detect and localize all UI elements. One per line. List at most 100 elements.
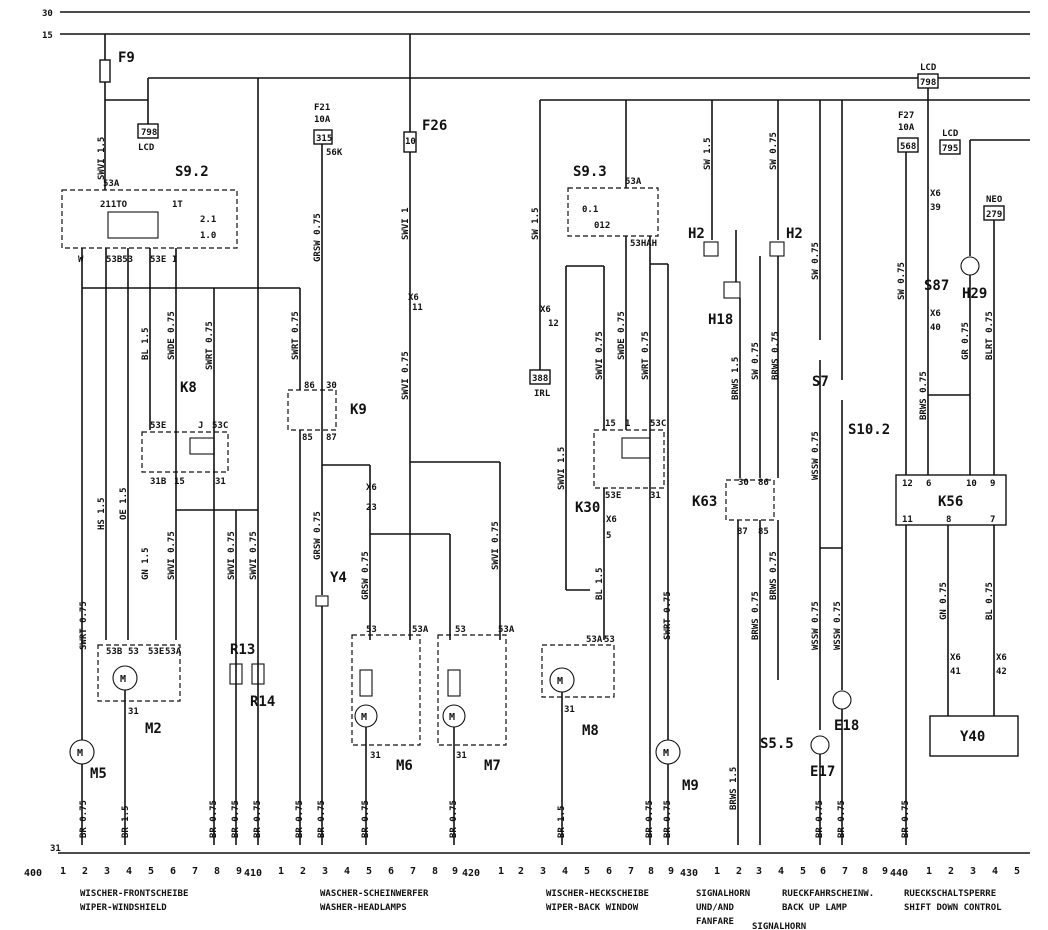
svg-text:5: 5	[148, 866, 154, 877]
horn-h2-a	[703, 241, 719, 257]
svg-text:F26: F26	[422, 118, 447, 134]
svg-text:568: 568	[900, 142, 916, 152]
svg-text:3: 3	[970, 866, 976, 877]
svg-text:WSSW 0.75: WSSW 0.75	[811, 431, 821, 480]
svg-text:SWVI 0.75: SWVI 0.75	[595, 331, 605, 380]
svg-text:M: M	[663, 748, 669, 759]
svg-text:SW 1.5: SW 1.5	[703, 137, 713, 170]
svg-text:K30: K30	[575, 500, 600, 516]
svg-text:K63: K63	[692, 494, 717, 510]
svg-text:5: 5	[366, 866, 372, 877]
svg-text:M5: M5	[90, 766, 107, 782]
svg-text:GN 1.5: GN 1.5	[141, 547, 151, 580]
relay-k30	[593, 429, 665, 489]
svg-text:1.0: 1.0	[200, 231, 216, 241]
svg-text:R14: R14	[250, 694, 275, 710]
motor-m2	[97, 644, 181, 702]
resistor-r14	[251, 663, 265, 685]
svg-text:11: 11	[412, 303, 423, 313]
ground-labels: BR 0.75 BR 1.5 BR 0.75 BR 0.75 BR 0.75 B…	[79, 800, 911, 838]
svg-text:4: 4	[126, 866, 132, 877]
svg-text:53A: 53A	[586, 635, 603, 645]
svg-text:53A: 53A	[625, 177, 642, 187]
svg-text:RUECKSCHALTSPERRE: RUECKSCHALTSPERRE	[904, 889, 996, 899]
svg-text:7: 7	[192, 866, 198, 877]
svg-text:LCD: LCD	[942, 129, 959, 139]
svg-text:H18: H18	[708, 312, 733, 328]
svg-text:3: 3	[104, 866, 110, 877]
svg-text:53C: 53C	[212, 421, 228, 431]
svg-text:10: 10	[966, 479, 977, 489]
svg-text:6: 6	[170, 866, 176, 877]
svg-text:J: J	[198, 421, 203, 431]
svg-text:87: 87	[326, 433, 337, 443]
svg-text:7: 7	[842, 866, 848, 877]
svg-text:53: 53	[366, 625, 377, 635]
svg-text:SWDE 0.75: SWDE 0.75	[617, 311, 627, 360]
svg-text:15: 15	[605, 419, 616, 429]
svg-text:4: 4	[344, 866, 350, 877]
svg-text:S9.3: S9.3	[573, 164, 607, 180]
svg-text:GRSW 0.75: GRSW 0.75	[313, 511, 323, 560]
svg-text:X6: X6	[996, 653, 1007, 663]
svg-text:31: 31	[456, 751, 467, 761]
svg-text:WISCHER-FRONTSCHEIBE: WISCHER-FRONTSCHEIBE	[80, 889, 188, 899]
svg-text:SIGNALHORN: SIGNALHORN	[752, 922, 806, 930]
svg-text:SWVI 0.75: SWVI 0.75	[491, 521, 501, 570]
svg-text:SW 0.75: SW 0.75	[751, 342, 761, 380]
svg-text:31: 31	[370, 751, 381, 761]
svg-text:BACK UP LAMP: BACK UP LAMP	[782, 903, 848, 913]
svg-text:M: M	[557, 676, 563, 687]
svg-text:15: 15	[174, 477, 185, 487]
fuse-f26	[403, 131, 417, 153]
svg-text:53E: 53E	[148, 647, 164, 657]
valve-y4	[315, 595, 329, 607]
svg-text:53A: 53A	[498, 625, 515, 635]
svg-text:2: 2	[736, 866, 742, 877]
svg-text:NEO: NEO	[986, 195, 1003, 205]
svg-text:0.1: 0.1	[582, 205, 598, 215]
svg-text:10: 10	[405, 137, 416, 147]
svg-text:BLRT 0.75: BLRT 0.75	[985, 311, 995, 360]
svg-text:400: 400	[24, 868, 42, 879]
svg-text:53B53: 53B53	[106, 255, 133, 265]
svg-text:7: 7	[410, 866, 416, 877]
svg-text:M6: M6	[396, 758, 413, 774]
relay-k63	[725, 479, 775, 521]
svg-text:SW 1.5: SW 1.5	[531, 207, 541, 240]
svg-text:BL 1.5: BL 1.5	[141, 327, 151, 360]
svg-text:M: M	[77, 748, 83, 759]
svg-text:30: 30	[738, 478, 749, 488]
motor-m7	[437, 634, 507, 746]
svg-text:GN 0.75: GN 0.75	[939, 582, 949, 620]
svg-text:M: M	[449, 712, 455, 723]
fuse-f21	[313, 129, 333, 145]
svg-text:F27: F27	[898, 111, 914, 121]
svg-text:315: 315	[316, 134, 332, 144]
svg-text:BRWS 0.75: BRWS 0.75	[919, 371, 929, 420]
svg-text:BR 0.75: BR 0.75	[209, 800, 219, 838]
svg-text:SWVI 0.75: SWVI 0.75	[401, 351, 411, 400]
svg-text:53: 53	[604, 635, 615, 645]
svg-text:X6: X6	[408, 293, 419, 303]
svg-text:BR 0.75: BR 0.75	[231, 800, 241, 838]
svg-text:SIGNALHORN: SIGNALHORN	[696, 889, 750, 899]
svg-text:SHIFT DOWN CONTROL: SHIFT DOWN CONTROL	[904, 903, 1002, 913]
svg-text:BR 0.75: BR 0.75	[253, 800, 263, 838]
svg-text:BR 0.75: BR 0.75	[663, 800, 673, 838]
svg-text:BRWS 1.5: BRWS 1.5	[731, 357, 741, 400]
svg-text:85: 85	[758, 527, 769, 537]
svg-text:9: 9	[452, 866, 458, 877]
svg-text:279: 279	[986, 210, 1002, 220]
svg-text:BRWS 0.75: BRWS 0.75	[771, 331, 781, 380]
svg-text:F21: F21	[314, 103, 330, 113]
svg-text:53A: 53A	[412, 625, 429, 635]
svg-text:SWVI 1.5: SWVI 1.5	[97, 137, 107, 180]
svg-text:1: 1	[60, 866, 66, 877]
svg-text:BRWS 0.75: BRWS 0.75	[751, 591, 761, 640]
lamp-e18	[832, 690, 852, 710]
svg-text:HS 1.5: HS 1.5	[97, 497, 107, 530]
svg-text:410: 410	[244, 868, 262, 879]
svg-text:GR 0.75: GR 0.75	[961, 322, 971, 360]
svg-text:31: 31	[650, 491, 661, 501]
